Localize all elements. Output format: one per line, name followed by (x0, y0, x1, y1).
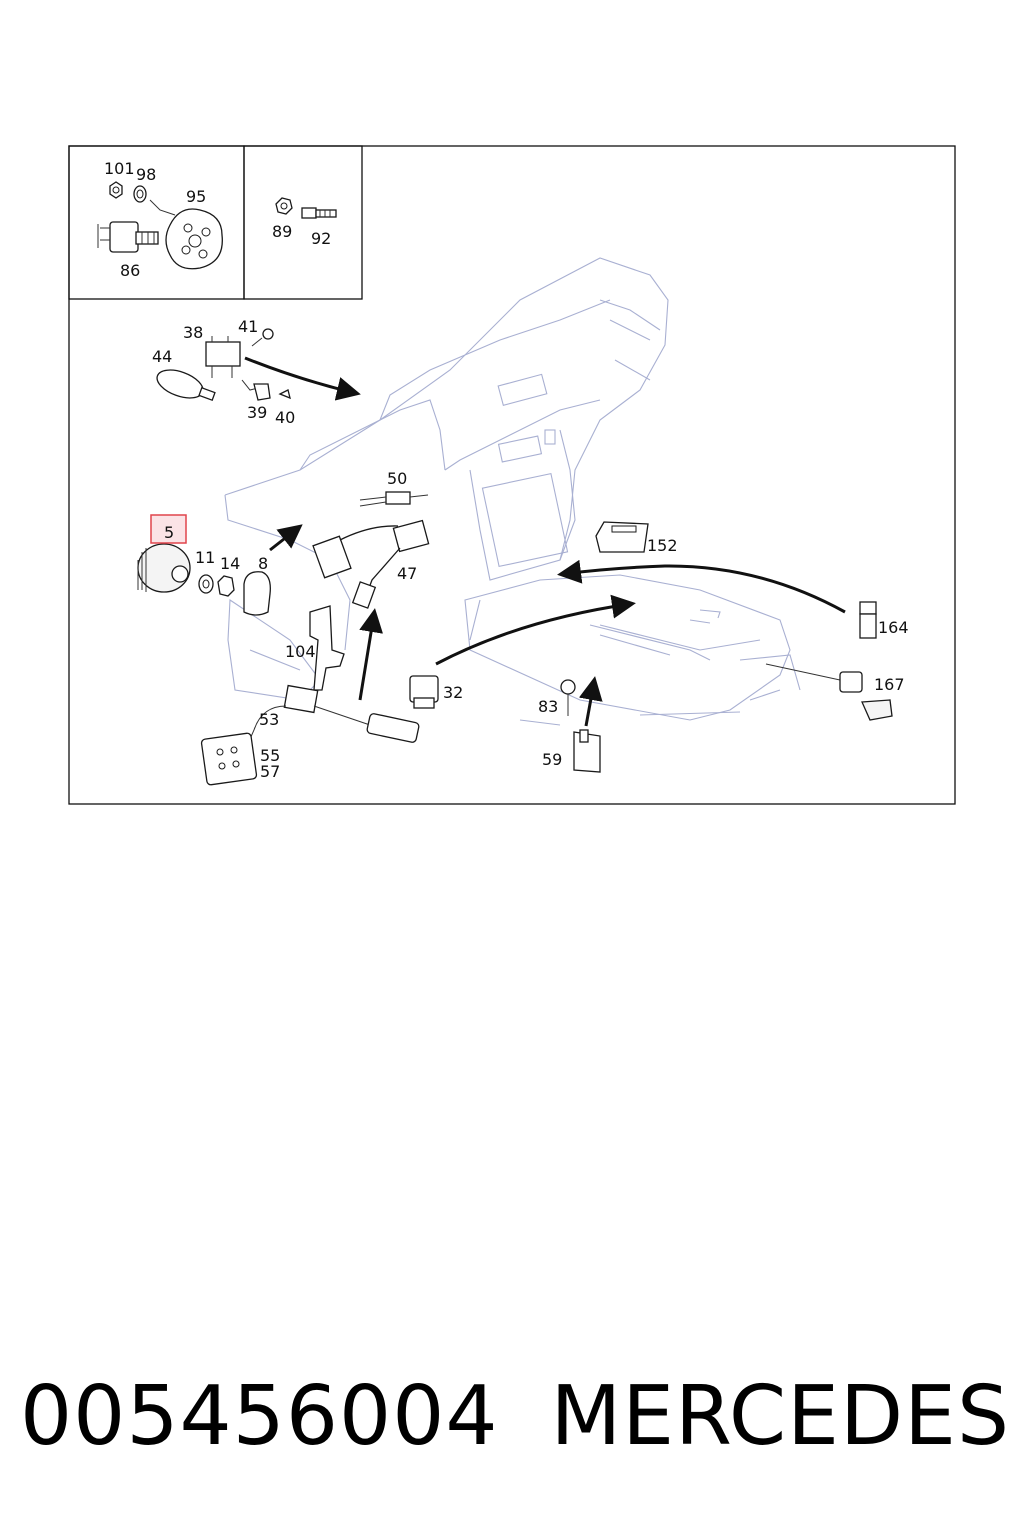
part-98-washer (133, 185, 147, 203)
callout-164: 164 (878, 618, 909, 637)
callout-44: 44 (152, 347, 172, 366)
part-164-bulb-holder (859, 601, 877, 639)
part-41-screw (251, 328, 274, 347)
callout-86: 86 (120, 261, 140, 280)
callout-59: 59 (542, 750, 562, 769)
callout-55: 55 (260, 746, 280, 765)
inset-box-right (243, 145, 363, 300)
product-caption: 005456004 MERCEDES (20, 1362, 1010, 1472)
callout-32: 32 (443, 683, 463, 702)
part-167-switch (839, 671, 893, 721)
part-11-washer (198, 574, 214, 594)
callout-38: 38 (183, 323, 203, 342)
callout-57: 57 (260, 762, 280, 781)
brand-name: MERCEDES (550, 1369, 1010, 1464)
callout-98: 98 (136, 165, 156, 184)
callout-47: 47 (397, 564, 417, 583)
callout-5: 5 (164, 523, 174, 542)
callout-92: 92 (311, 229, 331, 248)
callout-labels: 101 98 95 86 89 92 38 41 44 39 40 50 5 1… (104, 159, 909, 781)
part-14-nut (217, 575, 235, 597)
callout-53: 53 (259, 710, 279, 729)
part-89-nut (275, 197, 293, 215)
callout-83: 83 (538, 697, 558, 716)
callout-41: 41 (238, 317, 258, 336)
part-53-stalk (245, 684, 420, 749)
callout-152: 152 (647, 536, 678, 555)
callout-89: 89 (272, 222, 292, 241)
highlighted-part-box (150, 514, 187, 544)
part-5-light-switch (137, 543, 191, 593)
callout-95: 95 (186, 187, 206, 206)
callout-101: 101 (104, 159, 135, 178)
part-39-clip (241, 379, 271, 401)
part-47-combination-switch (312, 519, 430, 609)
part-86-switch-body (97, 221, 159, 253)
part-50-connector (359, 491, 429, 507)
diagram-frame (68, 145, 956, 805)
callout-104: 104 (285, 642, 316, 661)
part-101-nut (109, 181, 123, 199)
part-95-gasket (165, 208, 223, 270)
part-44-cable-tie (156, 369, 216, 401)
part-92-bolt (301, 207, 337, 219)
part-59-bracket (573, 729, 601, 773)
callout-14: 14 (220, 554, 240, 573)
part-55-57-connector (200, 732, 258, 786)
part-83-screw (560, 679, 576, 716)
callout-50: 50 (387, 469, 407, 488)
part-152-control-unit (595, 521, 649, 553)
callout-39: 39 (247, 403, 267, 422)
callout-8: 8 (258, 554, 268, 573)
part-8-knob (243, 571, 271, 616)
part-number: 005456004 (20, 1369, 499, 1464)
part-40-pin (278, 389, 291, 400)
callout-167: 167 (874, 675, 905, 694)
part-32-switch (409, 675, 439, 709)
callout-40: 40 (275, 408, 295, 427)
part-104-bracket (309, 605, 345, 691)
part-38-switch (205, 336, 241, 378)
callout-11: 11 (195, 548, 215, 567)
